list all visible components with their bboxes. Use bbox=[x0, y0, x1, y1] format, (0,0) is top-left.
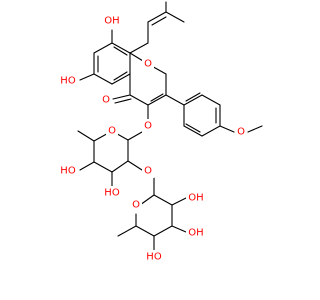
sugar1-ring-oxygen-label: O bbox=[108, 126, 116, 137]
oh-sugar2-b-label: OH bbox=[188, 228, 203, 239]
bonds bbox=[77, 1, 263, 251]
sugar2-ring-oxygen-label: O bbox=[132, 200, 140, 211]
ho-sugar2-label: HO bbox=[146, 252, 162, 263]
atom-labels: OH HO O O O O O O HO HO O OH OH HO bbox=[58, 14, 247, 264]
glycosidic-oxygen-label: O bbox=[144, 121, 152, 132]
oh-sugar2-a-label: OH bbox=[188, 193, 203, 204]
ho-label: HO bbox=[60, 76, 76, 87]
ring-oxygen-label: O bbox=[144, 59, 152, 70]
glycosidic-oxygen-2-label: O bbox=[144, 166, 152, 177]
carbonyl-oxygen-label: O bbox=[102, 95, 110, 106]
oh-label: OH bbox=[104, 16, 119, 27]
structure-canvas: OH HO O O O O O O HO HO O OH OH HO bbox=[58, 1, 263, 264]
ho-sugar1-label: HO bbox=[60, 166, 76, 177]
molecule-structure: OH HO O O O O O O HO HO O OH OH HO bbox=[58, 1, 263, 264]
methoxy-oxygen-label: O bbox=[237, 127, 245, 138]
ho-sugar1b-label: HO bbox=[104, 188, 120, 199]
